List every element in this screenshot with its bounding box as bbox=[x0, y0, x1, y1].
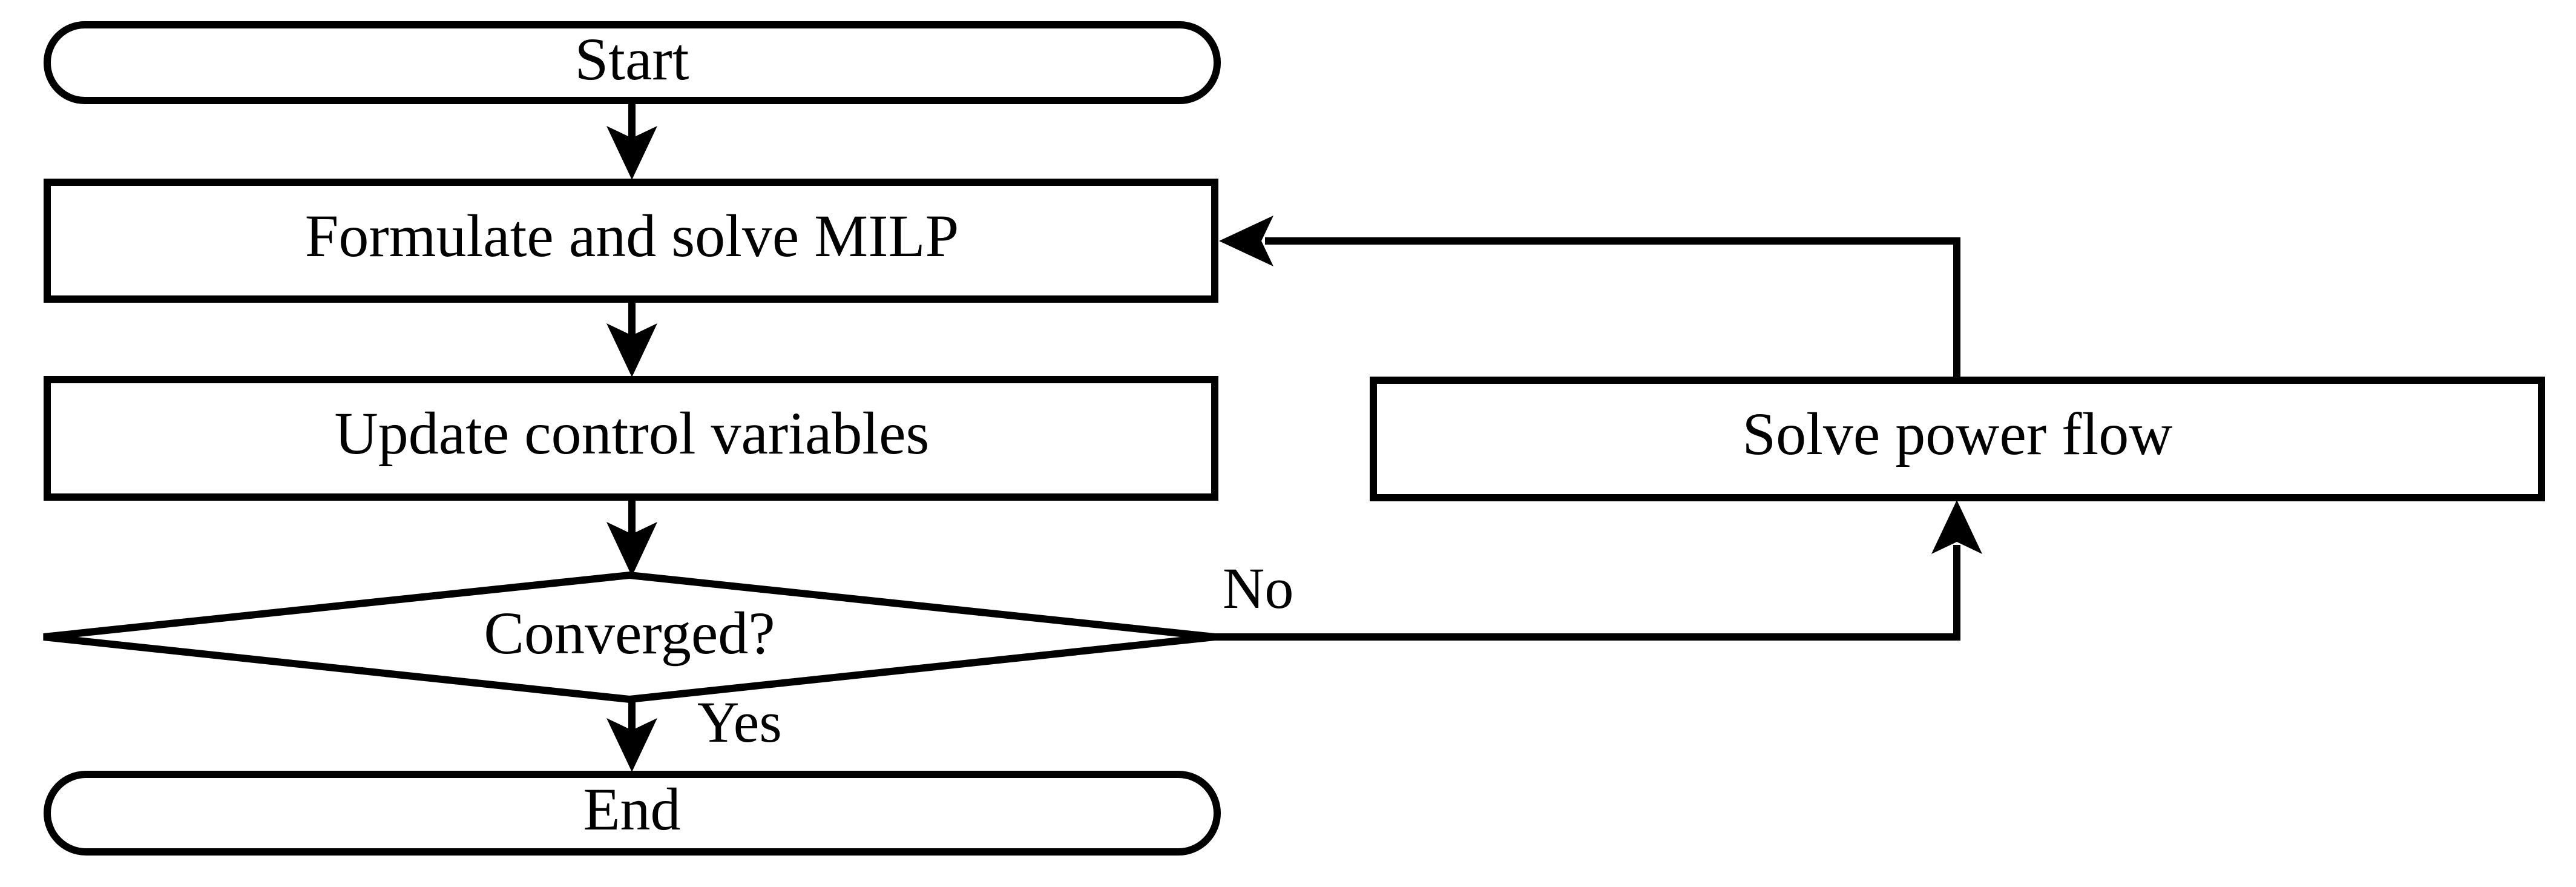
node-formulate-and-solve-milp[interactable]: Formulate and solve MILP bbox=[44, 179, 1218, 303]
node-start[interactable]: Start bbox=[44, 21, 1221, 104]
edge-powerflow-to-milp-line bbox=[1265, 237, 1960, 377]
decision-shape bbox=[43, 571, 1215, 704]
start-label: Start bbox=[575, 25, 689, 93]
node-update-control-variables[interactable]: Update control variables bbox=[44, 376, 1218, 501]
node-solve-power-flow[interactable]: Solve power flow bbox=[1370, 377, 2545, 501]
edge-milp-to-update bbox=[606, 303, 657, 377]
powerflow-label: Solve power flow bbox=[1743, 400, 2173, 467]
arrow-down-icon bbox=[606, 718, 657, 772]
node-converged-decision[interactable]: Converged? bbox=[43, 571, 1215, 704]
edge-decide-to-end bbox=[606, 699, 657, 772]
edge-decide-to-powerflow bbox=[1215, 500, 1982, 641]
end-label: End bbox=[583, 776, 680, 843]
update-shape bbox=[44, 376, 1218, 501]
start-shape bbox=[44, 21, 1221, 104]
edge-decide-to-powerflow-line bbox=[1215, 545, 1960, 641]
arrow-down-icon bbox=[606, 126, 657, 180]
edge-start-to-milp bbox=[606, 104, 657, 180]
edge-label-yes: Yes bbox=[697, 690, 782, 754]
arrow-down-icon bbox=[606, 522, 657, 576]
update-label: Update control variables bbox=[335, 400, 930, 467]
arrow-up-icon bbox=[1931, 500, 1982, 554]
milp-label: Formulate and solve MILP bbox=[305, 202, 959, 269]
decision-label: Converged? bbox=[484, 599, 775, 667]
end-shape bbox=[44, 771, 1221, 856]
arrow-left-icon bbox=[1219, 216, 1273, 266]
edge-update-to-decide bbox=[606, 501, 657, 576]
arrow-down-icon bbox=[606, 323, 657, 377]
node-end[interactable]: End bbox=[44, 771, 1221, 856]
milp-shape bbox=[44, 179, 1218, 303]
powerflow-shape bbox=[1370, 377, 2545, 501]
edge-label-no: No bbox=[1223, 556, 1293, 621]
edge-powerflow-to-milp bbox=[1219, 216, 1960, 377]
